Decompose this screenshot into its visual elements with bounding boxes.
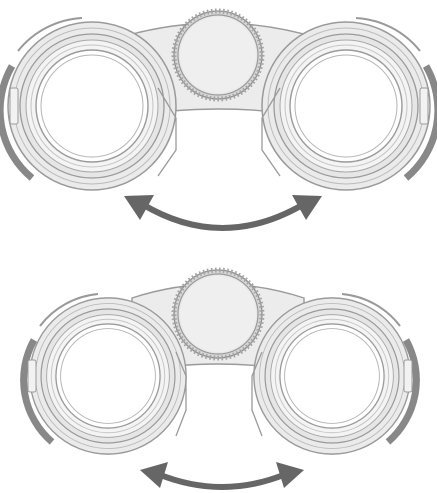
curved-double-headed-arrow-bottom [140, 462, 304, 488]
binoculars-wide [0, 11, 437, 228]
curved-double-headed-arrow-top [124, 195, 322, 228]
focus-wheel-bottom [174, 270, 262, 358]
focus-wheel-top [174, 11, 262, 99]
binoculars-narrow [24, 270, 417, 488]
